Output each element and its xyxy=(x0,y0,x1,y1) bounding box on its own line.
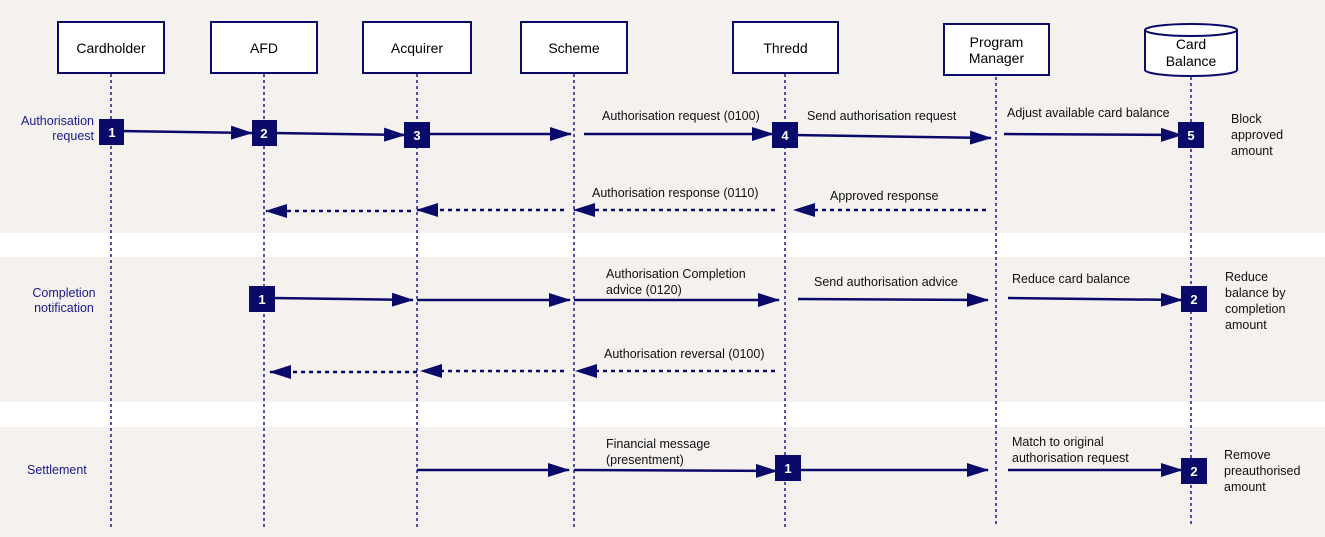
completion-band xyxy=(0,257,1325,402)
settlement-band xyxy=(0,427,1325,537)
step-number: 1 xyxy=(784,461,791,476)
step-marker-comp-2: 2 xyxy=(1181,286,1207,312)
message-send-auth-request: Send authorisation request xyxy=(807,109,957,123)
step-number: 5 xyxy=(1187,128,1194,143)
step-number: 1 xyxy=(258,292,265,307)
participant-acquirer: Acquirer xyxy=(362,21,472,74)
message-send-auth-advice: Send authorisation advice xyxy=(814,275,958,289)
step-number: 2 xyxy=(260,126,267,141)
arrow-scheme-thredd-settlement xyxy=(573,463,778,478)
message-match-original: Match to original authorisation request xyxy=(1012,435,1129,465)
participant-afd: AFD xyxy=(210,21,318,74)
step-number: 3 xyxy=(413,128,420,143)
message-auth-response: Authorisation response (0110) xyxy=(592,186,759,200)
phase-completion: Completion notification xyxy=(32,286,96,315)
arrow-afd-acquirer-completion xyxy=(271,292,414,307)
message-auth-request: Authorisation request (0100) xyxy=(602,109,760,123)
note-block-amount: Block approved amount xyxy=(1231,112,1284,158)
step-marker-settle-1: 1 xyxy=(775,455,801,481)
message-auth-reversal: Authorisation reversal (0100) xyxy=(604,347,765,361)
step-marker-auth-1: 1 xyxy=(99,119,124,145)
step-number: 2 xyxy=(1190,292,1197,307)
step-marker-settle-2: 2 xyxy=(1181,458,1207,484)
arrow-pm-cardbalance-completion xyxy=(1007,292,1183,307)
note-reduce-balance: Reduce balance by completion amount xyxy=(1225,270,1286,332)
phase-authorisation: Authorisation request xyxy=(21,114,94,143)
step-marker-auth-3: 3 xyxy=(404,122,430,148)
participant-cardholder: Cardholder xyxy=(57,21,165,74)
step-number: 2 xyxy=(1190,464,1197,479)
arrow-afd-acquirer xyxy=(271,127,406,142)
step-marker-auth-5: 5 xyxy=(1178,122,1204,148)
arrow-pm-cardbalance xyxy=(1003,127,1183,142)
arrow-cardholder-afd xyxy=(118,125,253,140)
participant-scheme: Scheme xyxy=(520,21,628,74)
arrow-thredd-pm xyxy=(792,130,992,145)
step-number: 1 xyxy=(108,125,115,140)
card-balance-cylinder xyxy=(1144,23,1238,77)
arrow-thredd-pm-completion xyxy=(797,292,989,307)
participant-thredd: Thredd xyxy=(732,21,839,74)
phase-settlement: Settlement xyxy=(27,463,87,477)
participant-card-balance: Card Balance xyxy=(1165,36,1217,69)
message-approved-response: Approved response xyxy=(830,189,939,203)
step-marker-comp-1: 1 xyxy=(249,286,275,312)
message-adjust-balance: Adjust available card balance xyxy=(1007,106,1170,120)
participant-program-manager: Program Manager xyxy=(943,23,1050,76)
step-number: 4 xyxy=(781,128,789,143)
message-financial-message: Financial message (presentment) xyxy=(606,437,711,467)
step-marker-auth-4: 4 xyxy=(772,122,798,148)
step-marker-auth-2: 2 xyxy=(252,120,277,146)
note-remove-preauth: Remove preauthorised amount xyxy=(1224,448,1301,494)
message-auth-completion-advice: Authorisation Completion advice (0120) xyxy=(606,267,746,297)
message-reduce-card-balance: Reduce card balance xyxy=(1012,272,1131,286)
